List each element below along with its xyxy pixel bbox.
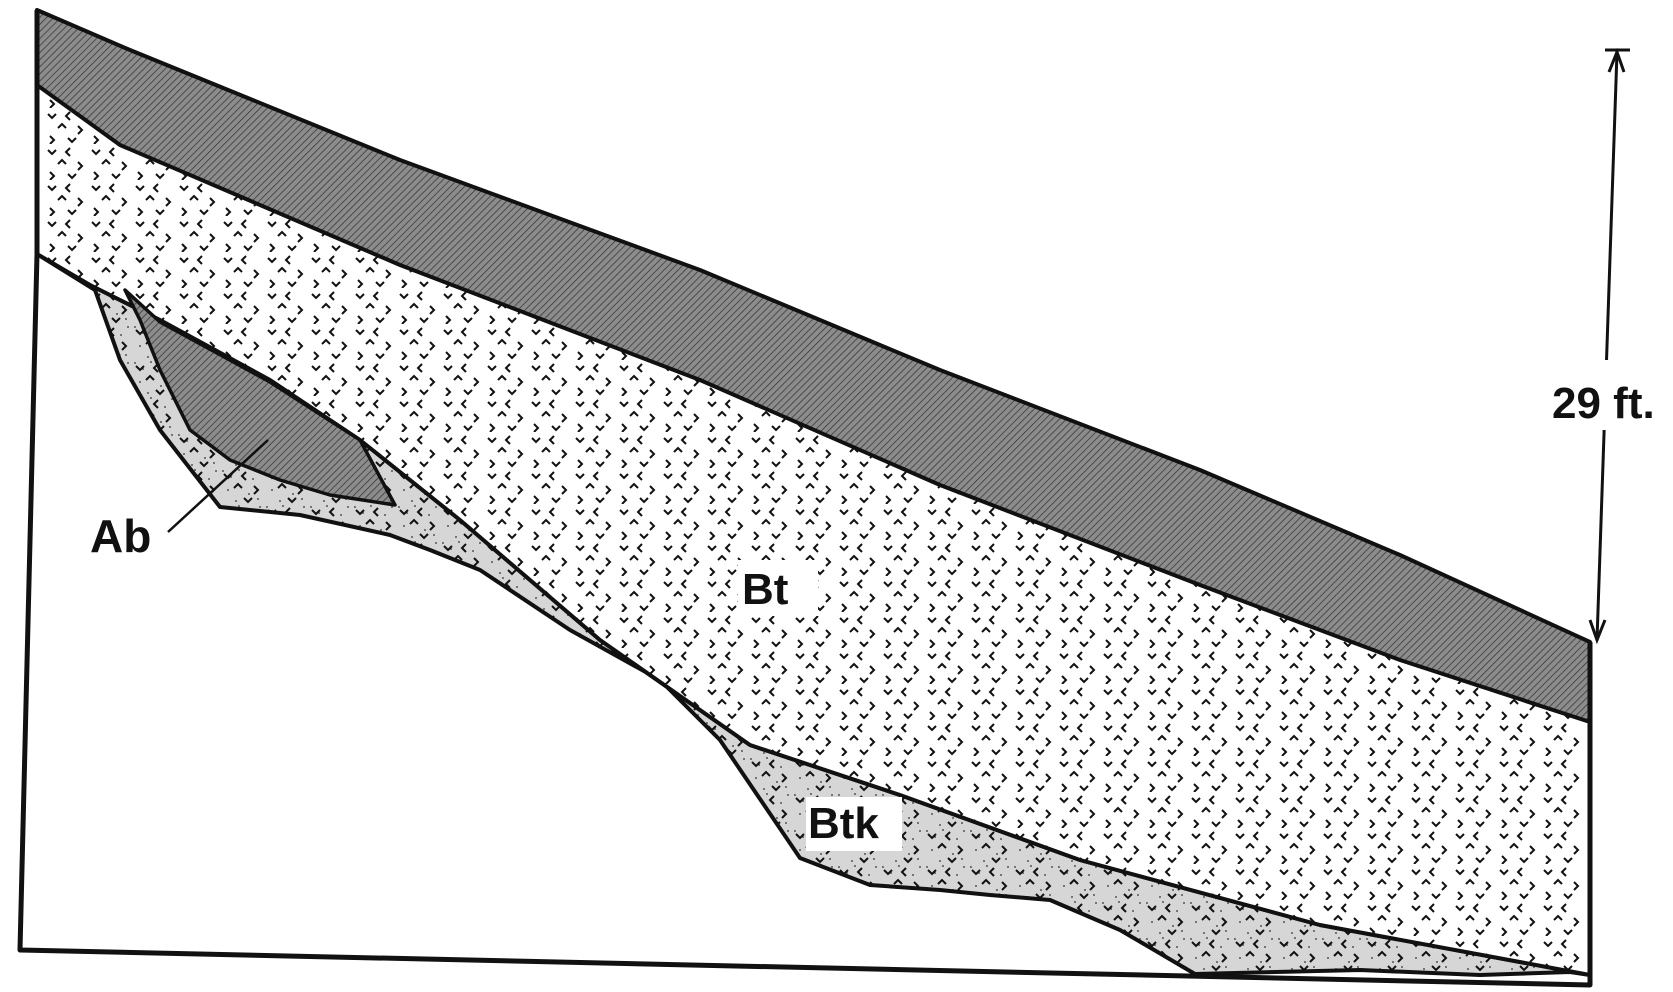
thickness-dimension-arrow [1590,50,1630,640]
btk-label: Btk [808,799,879,848]
bt-label: Bt [742,565,789,614]
ab-label: Ab [90,510,151,562]
thickness-label: 29 ft. [1552,379,1655,428]
